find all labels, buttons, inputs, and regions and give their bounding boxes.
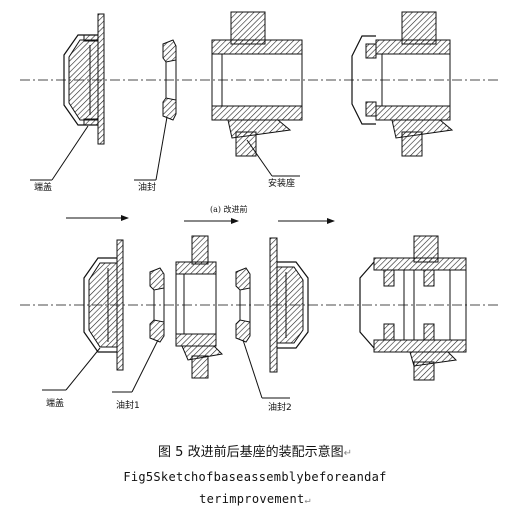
- top-label-mount-base: 安装座: [268, 177, 295, 189]
- caption-cn-text: 图 5 改进前后基座的装配示意图: [158, 445, 344, 460]
- top-panel: [20, 11, 500, 181]
- top-subcaption: (a) 改进前: [210, 204, 248, 214]
- figure-caption-en-line1: Fig5Sketchofbaseassemblybeforeandaf: [0, 470, 510, 484]
- caption-en-line2-text: terimprovement: [199, 492, 305, 506]
- top-end-cover: [63, 13, 105, 145]
- return-mark-icon-2: ↵: [304, 495, 311, 506]
- top-mount-base: [211, 11, 303, 157]
- top-oil-seal: [162, 39, 177, 121]
- bottom-mount-base: [175, 235, 224, 379]
- figure-caption-cn: 图 5 改进前后基座的装配示意图↵: [0, 441, 510, 460]
- bottom-inner-cover: [269, 237, 309, 373]
- caption-en-line1-text: Fig5Sketchofbaseassemblybeforeandaf: [123, 470, 387, 484]
- figure-caption-en-line2: terimprovement↵: [0, 492, 510, 506]
- bottom-label-oil-seal-2: 油封2: [268, 401, 292, 413]
- bottom-end-cover: [83, 239, 124, 371]
- bottom-label-oil-seal-1: 油封1: [116, 399, 140, 411]
- bottom-label-end-cover: 端盖: [46, 397, 64, 409]
- bottom-oil-seal-1: [149, 267, 165, 343]
- bottom-oil-seal-2: [235, 267, 251, 343]
- bottom-assembled: [359, 235, 467, 381]
- top-label-oil-seal: 油封: [138, 181, 156, 193]
- top-assembled: [351, 11, 454, 157]
- bottom-panel: [20, 215, 500, 399]
- return-mark-icon: ↵: [343, 448, 352, 459]
- top-label-end-cover: 端盖: [34, 181, 52, 193]
